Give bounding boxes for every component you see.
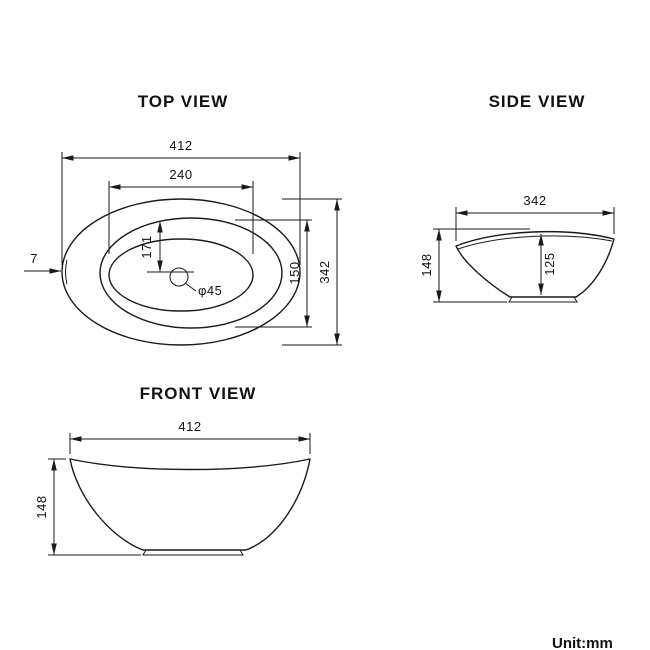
front-view-title: FRONT VIEW: [140, 384, 257, 403]
dim-top-overall-width-label: 412: [169, 138, 192, 153]
front-base-foot: [142, 549, 244, 556]
top-drain-circle: [169, 267, 189, 287]
front-bowl-outline: [69, 458, 311, 551]
dim-side-height-label: 148: [419, 253, 434, 276]
top-view: TOP VIEW 412 240 171 150 342 7: [24, 92, 342, 346]
side-view: SIDE VIEW 342 148 125: [419, 92, 615, 303]
dim-side-inner-depth-label: 125: [542, 252, 557, 275]
side-inner-rim-line: [457, 235, 613, 250]
dim-top-overall-depth-label: 342: [317, 260, 332, 283]
top-basin-ellipse: [108, 238, 254, 312]
dim-side-width-label: 342: [523, 193, 546, 208]
top-middle-rim-ellipse: [99, 217, 283, 329]
unit-label: Unit:mm: [552, 635, 613, 650]
dim-top-inner-depth-label: 150: [287, 261, 302, 284]
top-rim-inner-edge-line: [65, 259, 68, 285]
dim-top-basin-half-length-label: 171: [139, 235, 154, 258]
dim-drain-diameter-label: φ45: [198, 283, 222, 298]
dim-front-height-label: 148: [34, 495, 49, 518]
side-bowl-outline: [455, 230, 615, 298]
top-outer-rim-ellipse: [61, 198, 301, 346]
side-base-foot: [508, 296, 578, 303]
dim-front-width-label: 412: [178, 419, 201, 434]
front-view: FRONT VIEW 412 148: [34, 384, 311, 556]
dim-top-basin-width-label: 240: [169, 167, 192, 182]
drain-leader-line: [184, 282, 197, 292]
dim-rim-thickness-label: 7: [30, 251, 38, 266]
side-view-title: SIDE VIEW: [489, 92, 586, 111]
top-view-title: TOP VIEW: [138, 92, 229, 111]
